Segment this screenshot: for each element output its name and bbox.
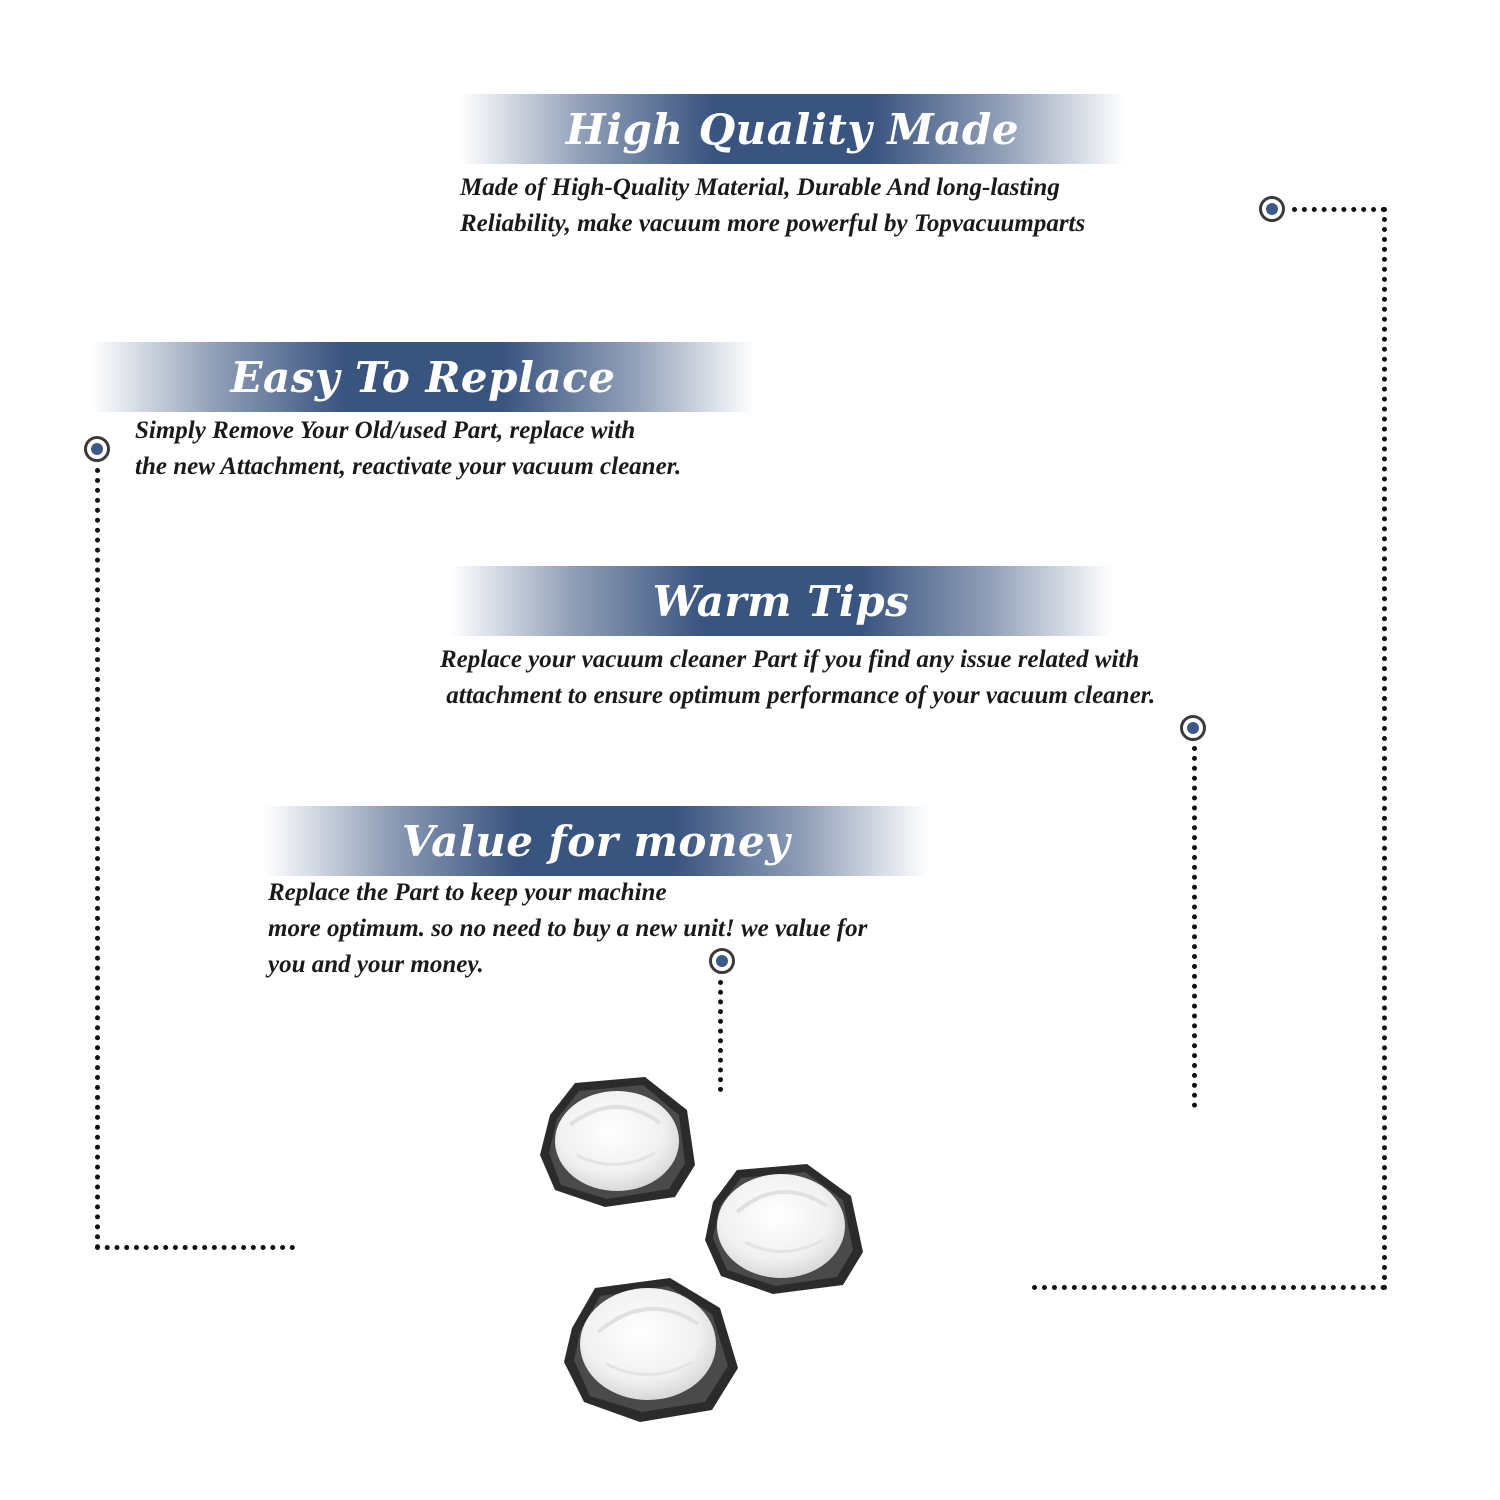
connector-line bbox=[1192, 746, 1197, 1108]
banner-warm-tips: Warm Tips bbox=[450, 566, 1112, 636]
feature-title-warm-tips: Warm Tips bbox=[652, 576, 910, 626]
banner-high-quality: High Quality Made bbox=[460, 94, 1125, 164]
feature-desc-warm-tips: Replace your vacuum cleaner Part if you … bbox=[440, 642, 1155, 714]
vacuum-filter-image bbox=[540, 1077, 863, 1422]
feature-title-easy-replace: Easy To Replace bbox=[230, 352, 616, 402]
feature-title-value-money: Value for money bbox=[401, 816, 791, 866]
target-marker-icon bbox=[1180, 715, 1206, 741]
feature-desc-line: Reliability, make vacuum more powerful b… bbox=[460, 210, 1086, 237]
feature-desc-line: you and your money. bbox=[268, 951, 484, 978]
feature-desc-line: Made of High-Quality Material, Durable A… bbox=[460, 174, 1060, 201]
feature-desc-high-quality: Made of High-Quality Material, Durable A… bbox=[460, 170, 1085, 242]
connector-line bbox=[95, 1245, 295, 1250]
filter-top bbox=[540, 1077, 695, 1207]
connector-line bbox=[1032, 1285, 1386, 1290]
connector-line bbox=[718, 980, 723, 1092]
target-marker-icon bbox=[709, 948, 735, 974]
connector-line bbox=[1292, 207, 1386, 212]
feature-desc-line: attachment to ensure optimum performance… bbox=[440, 682, 1156, 709]
feature-desc-line: more optimum. so no need to buy a new un… bbox=[268, 915, 868, 942]
feature-desc-line: the new Attachment, reactivate your vacu… bbox=[135, 453, 682, 480]
banner-easy-replace: Easy To Replace bbox=[92, 342, 754, 412]
target-marker-icon bbox=[84, 436, 110, 462]
target-marker-icon bbox=[1259, 196, 1285, 222]
feature-desc-line: Replace the Part to keep your machine bbox=[268, 879, 667, 906]
feature-desc-value-money: Replace the Part to keep your machine mo… bbox=[268, 875, 867, 983]
feature-desc-line: Replace your vacuum cleaner Part if you … bbox=[440, 646, 1140, 673]
connector-line bbox=[95, 468, 100, 1250]
feature-desc-line: Simply Remove Your Old/used Part, replac… bbox=[135, 417, 636, 444]
banner-value-money: Value for money bbox=[265, 806, 927, 876]
feature-desc-easy-replace: Simply Remove Your Old/used Part, replac… bbox=[135, 413, 681, 485]
filter-right bbox=[705, 1164, 863, 1294]
connector-line bbox=[1382, 207, 1387, 1291]
filter-bottom bbox=[564, 1278, 738, 1422]
feature-title-high-quality: High Quality Made bbox=[565, 104, 1020, 154]
